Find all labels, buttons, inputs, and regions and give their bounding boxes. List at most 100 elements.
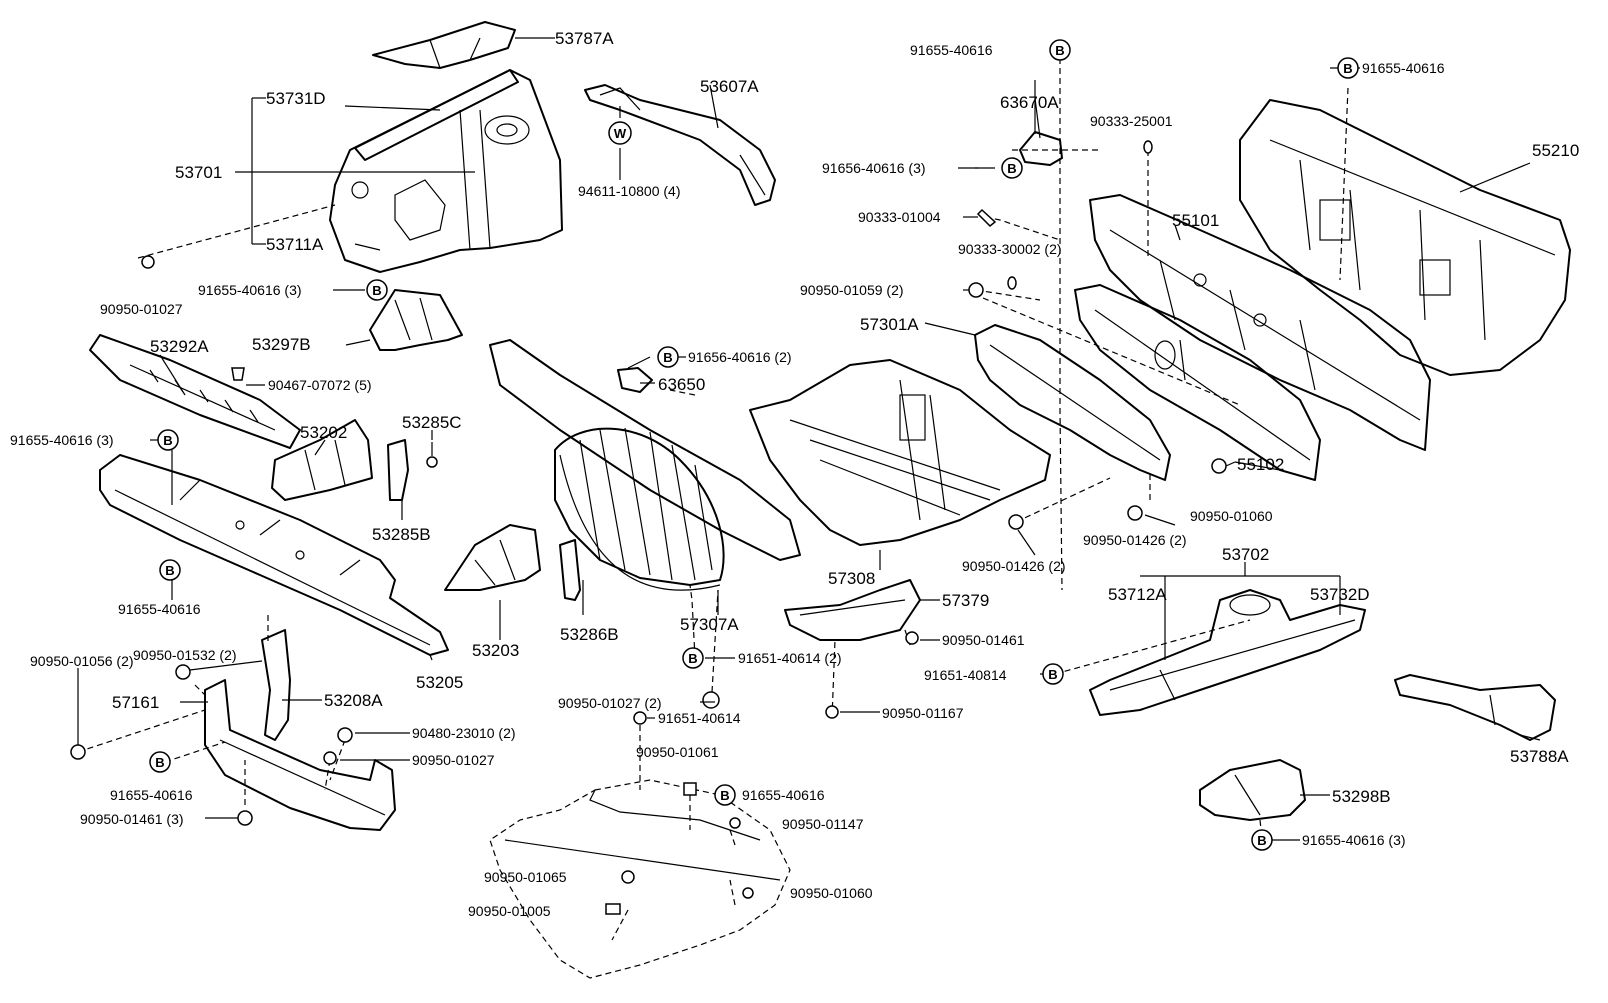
label-94611-10800: 94611-10800 (4) [578,183,680,199]
label-53712A: 53712A [1108,585,1167,604]
label-53701: 53701 [175,163,222,182]
part-55210 [1239,99,1571,376]
label-55102: 55102 [1237,455,1284,474]
label-53787A: 53787A [555,29,614,48]
part-55102 [1074,284,1321,481]
nut-90950-01461-3 [237,810,253,826]
label-90950-01167: 90950-01167 [882,705,964,721]
label-90950-01059: 90950-01059 (2) [800,282,904,298]
label-90333-01004: 90333-01004 [858,209,941,225]
label-91655-40616-d: 91655-40616 [910,42,993,58]
label-91651-40814: 91651-40814 [924,667,1007,683]
label-53202: 53202 [300,423,347,442]
part-53788A [1394,674,1556,741]
label-53208A: 53208A [324,691,383,710]
label-53203: 53203 [472,641,519,660]
label-57301A: 57301A [860,315,919,334]
label-90950-01065: 90950-01065 [484,869,567,885]
label-63650: 63650 [658,375,705,394]
part-57307A-wheelhouse [489,339,801,591]
label-53711A: 53711A [266,235,324,254]
label-63670A: 63670A [1000,93,1059,112]
marker-b-11: B [714,784,736,806]
marker-b-8: B [682,647,704,669]
label-53286B: 53286B [560,625,619,644]
part-53286B [559,539,581,601]
part-53285B [387,439,409,501]
part-63650 [617,367,653,393]
label-91655-40616-3c: 91655-40616 (3) [1302,832,1406,848]
label-91655-40616-3b: 91655-40616 (3) [10,432,114,448]
plug-90950-01060b [742,887,754,899]
part-53787A [372,21,516,69]
part-53205 [99,454,449,656]
label-90950-01027a: 90950-01027 [100,301,183,317]
marker-b-4: B [366,279,388,301]
label-53292A: 53292A [150,337,209,356]
plug-90950-01059 [968,282,984,298]
clip-90950-01027a [141,255,155,269]
label-91655-40616-a: 91655-40616 [118,601,201,617]
part-57301A [974,324,1171,481]
svg-text:B: B [688,651,697,666]
svg-text:B: B [163,433,172,448]
label-91651-40614-2: 91651-40614 (2) [738,650,842,666]
plug-90950-01147 [729,817,741,829]
bolt-90467-07072 [231,367,245,381]
label-53285C: 53285C [402,413,462,432]
label-57379: 57379 [942,591,989,610]
plug-90950-01005 [605,903,621,915]
part-labels: 53787A 53731D 53701 53711A 90950-01027 9… [10,29,1579,919]
nut-91651-40614 [633,711,647,725]
label-55210: 55210 [1532,141,1579,160]
marker-w-1: W [608,121,632,145]
plug-90950-01426b [1008,514,1024,530]
plug-90950-01060a [1211,458,1227,474]
svg-text:B: B [720,788,729,803]
svg-text:B: B [372,283,381,298]
marker-b-2: B [1337,57,1359,79]
label-57161: 57161 [112,693,159,712]
alignment-lines [77,58,1349,941]
label-53205: 53205 [416,673,463,692]
marker-b-5: B [657,346,679,368]
label-91655-40616-e: 91655-40616 [1362,60,1445,76]
label-90480-23010: 90480-23010 (2) [412,725,516,741]
svg-text:B: B [663,350,672,365]
label-53298B: 53298B [1332,787,1391,806]
label-90467-07072: 90467-07072 (5) [268,377,372,393]
svg-text:B: B [1055,43,1064,58]
svg-text:B: B [1343,61,1352,76]
marker-b-10: B [149,751,171,773]
plug-90333-01004 [976,208,997,228]
part-53701-apron [329,69,563,273]
plug-90950-01461 [905,631,919,645]
plug-90950-01056 [70,744,86,760]
label-55101: 55101 [1172,211,1219,230]
plug-90950-01065 [621,870,635,884]
label-90950-01027b: 90950-01027 [412,752,495,768]
part-57308 [749,359,1051,546]
label-90333-30002: 90333-30002 (2) [958,241,1062,257]
plug-90950-01167 [825,705,839,719]
label-53285B: 53285B [372,525,431,544]
svg-text:B: B [165,563,174,578]
marker-b-7: B [159,559,181,581]
label-90950-01061: 90950-01061 [636,744,719,760]
label-90950-01005: 90950-01005 [468,903,551,919]
label-53702: 53702 [1222,545,1269,564]
label-91655-40616-c: 91655-40616 [742,787,825,803]
label-57307A: 57307A [680,615,739,634]
marker-b-3: B [1001,157,1023,179]
marker-b-9: B [1042,663,1064,685]
plug-90950-01061 [683,782,697,796]
svg-text:B: B [1048,667,1057,682]
part-53702 [1089,589,1366,716]
marker-b-12: B [1251,829,1273,851]
part-53203 [444,524,541,591]
nut-90950-01532 [175,664,191,680]
part-57161 [204,679,396,831]
leader-lines [77,37,1541,841]
label-53731D: 53731D [266,89,326,108]
